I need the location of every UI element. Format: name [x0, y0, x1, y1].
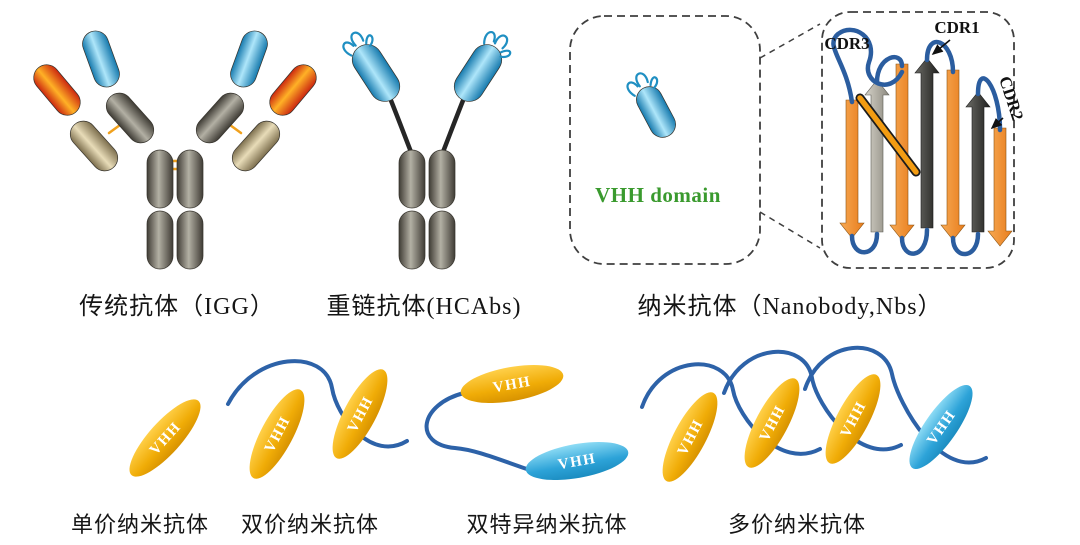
- fc-capsule: [398, 210, 426, 270]
- vhh-domain-capsule: [636, 86, 676, 138]
- vhh-ellipse-gold: [129, 399, 201, 477]
- linker-curve: [803, 345, 988, 465]
- disulfide-rod: [857, 95, 919, 175]
- vhh-domain-capsule: [351, 44, 401, 102]
- cdr1-pointer-arrow: [931, 39, 951, 56]
- fc-capsule: [146, 210, 174, 270]
- dashed-frame: [821, 11, 1015, 269]
- linker-curve: [424, 391, 532, 472]
- cdr-loops-icon: [483, 31, 512, 59]
- vh-domain-capsule: [230, 30, 268, 88]
- monovalent-nanobody: VHH: [129, 399, 201, 477]
- beta-strand-up: [914, 57, 940, 229]
- cdr-loops-icon: [626, 72, 659, 97]
- vhh-label: VHH: [492, 374, 533, 396]
- vhh-ellipse-gold: [662, 392, 718, 482]
- beta-strand-down: [839, 99, 865, 239]
- vhh-ellipse-gold: [460, 364, 564, 404]
- fc-capsule: [146, 149, 174, 209]
- vh-domain-capsule: [82, 30, 120, 88]
- igg-antibody-diagram: [33, 30, 317, 270]
- beta-sheet: [839, 57, 1013, 247]
- heavy-constant-capsule: [105, 92, 155, 144]
- monovalent-caption: 单价纳米抗体: [70, 512, 210, 537]
- bispecific-nanobody: VHH VHH: [424, 364, 629, 481]
- nanobody-caption: 纳米抗体（Nanobody,Nbs）: [637, 294, 943, 320]
- vhh-domain-capsule: [453, 44, 503, 102]
- vhh-ellipse-blue: [525, 441, 629, 481]
- hcabs-caption: 重链抗体(HCAbs): [326, 294, 522, 320]
- vhh-ellipse-gold: [825, 374, 881, 464]
- cdr1-label: CDR1: [934, 18, 979, 37]
- beta-strand-down: [987, 127, 1013, 247]
- beta-strand-down: [940, 69, 966, 241]
- cdr2-pointer-arrow: [990, 117, 1004, 130]
- vhh-ellipse-gold: [332, 369, 388, 459]
- vhh-ellipse-blue: [909, 385, 973, 469]
- vhh-domain-label: VHH domain: [595, 183, 721, 207]
- fc-capsule: [176, 210, 204, 270]
- nanobody-formats: VHH VHH VHH VHH VHH VHH V: [129, 345, 988, 482]
- dashed-frame: [569, 15, 761, 265]
- zoom-connector-line: [759, 211, 821, 249]
- fc-capsule: [428, 149, 456, 209]
- fc-capsule: [428, 210, 456, 270]
- bivalent-caption: 双价纳米抗体: [240, 512, 380, 537]
- zoom-connector-line: [759, 23, 821, 59]
- cdr-loops: [831, 27, 1003, 257]
- multivalent-caption: 多价纳米抗体: [727, 512, 867, 537]
- fc-capsule: [176, 149, 204, 209]
- bivalent-nanobody: VHH VHH: [226, 359, 409, 479]
- fc-capsule: [398, 149, 426, 209]
- hinge-line: [387, 95, 414, 155]
- beta-strand-up: [965, 91, 991, 233]
- heavy-constant-capsule: [195, 92, 245, 144]
- light-constant-capsule: [231, 120, 281, 172]
- vl-domain-capsule: [33, 64, 81, 116]
- hinge-line: [440, 95, 467, 155]
- disulfide-bond-line: [228, 123, 243, 135]
- linker-curve: [226, 359, 409, 449]
- vhh-structure-panel: CDR3 CDR1 CDR2: [821, 11, 1027, 269]
- hcab-antibody-diagram: [342, 31, 512, 270]
- vhh-ellipse-gold: [744, 378, 800, 468]
- vhh-ellipse-gold: [249, 389, 305, 479]
- linker-curve: [722, 349, 903, 452]
- cdr3-label: CDR3: [824, 34, 869, 53]
- vl-domain-capsule: [269, 64, 317, 116]
- bispecific-caption: 双特异纳米抗体: [466, 512, 628, 537]
- light-constant-capsule: [69, 120, 119, 172]
- vhh-label: VHH: [557, 451, 598, 473]
- multivalent-nanobody: VHH VHH VHH VHH: [640, 345, 988, 482]
- igg-caption: 传统抗体（IGG）: [79, 294, 275, 320]
- cdr-loops-icon: [342, 31, 374, 57]
- disulfide-bond-line: [107, 123, 122, 135]
- nanobody-panel: VHH domain: [569, 15, 821, 265]
- linker-curve: [640, 362, 822, 456]
